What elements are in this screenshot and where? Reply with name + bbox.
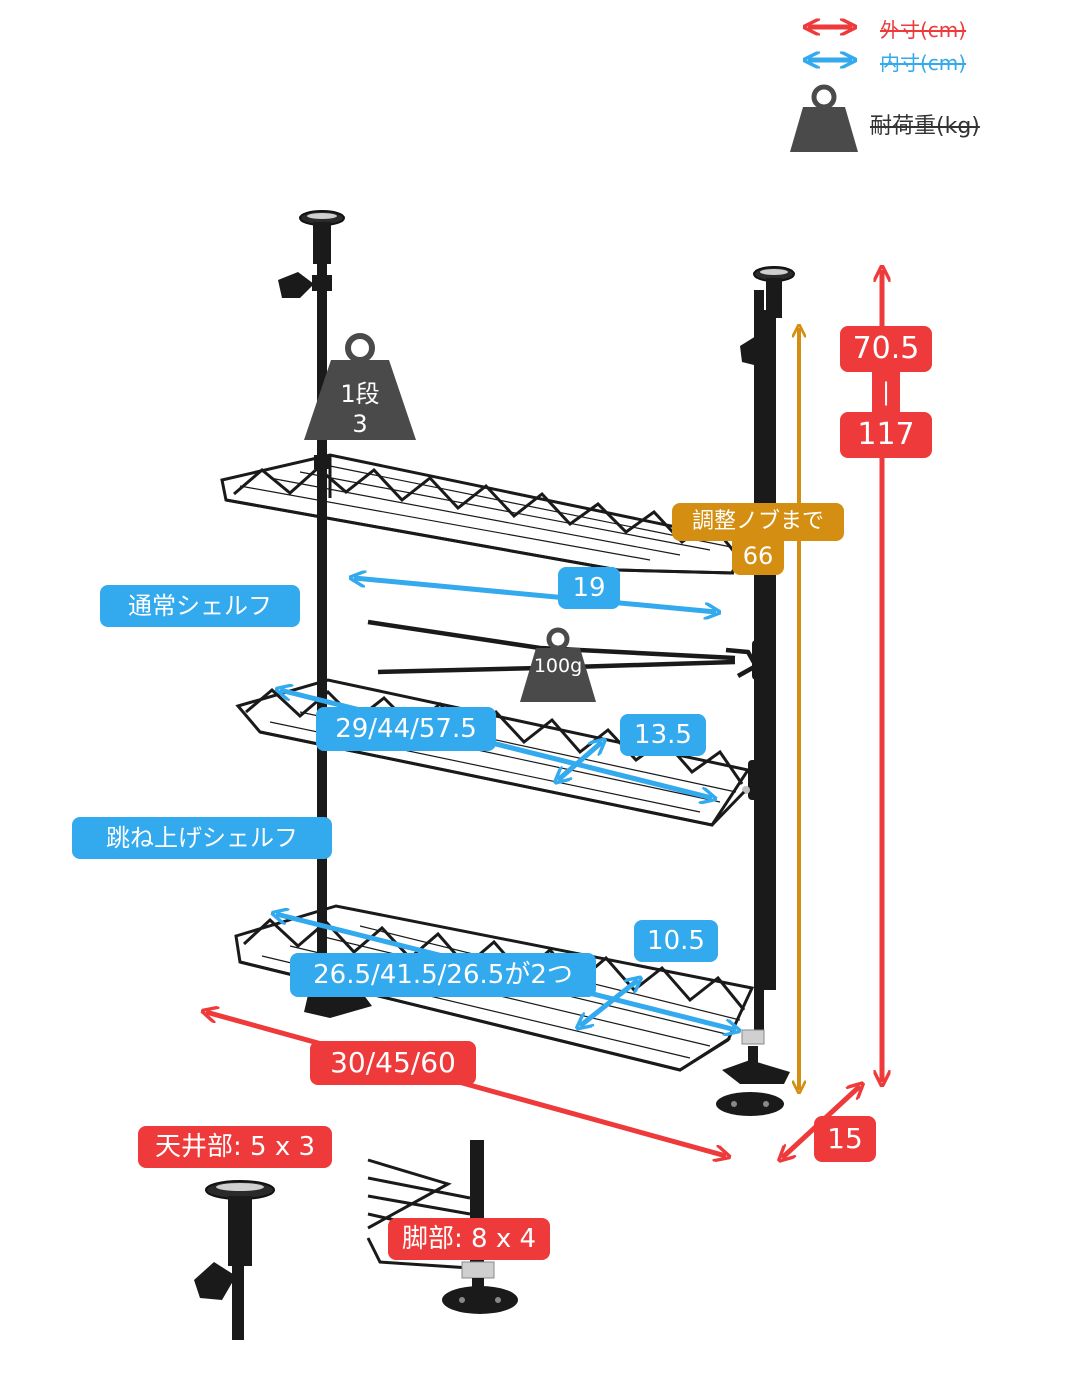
mid-shelf-depth-arrow: [558, 742, 602, 780]
overall-width-label: 30/45/60: [310, 1041, 476, 1085]
hook-width-arrow: [354, 578, 716, 612]
shelf-load-line2: 3: [352, 410, 368, 438]
bottom-shelf-depth-label: 10.5: [634, 920, 718, 962]
normal-shelf-label: 通常シェルフ: [100, 585, 300, 627]
mid-shelf-depth-label: 13.5: [620, 714, 706, 756]
shelf-load-line1: 1段: [340, 380, 380, 408]
ceiling-part-detail: [194, 1180, 275, 1340]
legend-inner-label: 内寸(cm): [880, 51, 967, 75]
knob-height-label-line2: 66: [732, 537, 784, 575]
hook-width-label: 19: [558, 567, 620, 609]
legend: [790, 27, 858, 152]
hook-load-label: 100g: [533, 655, 583, 677]
mid-shelf-width-label: 29/44/57.5: [316, 707, 496, 751]
legend-load-label: 耐荷重(kg): [870, 114, 980, 139]
legend-outer-label: 外寸(cm): [880, 18, 967, 42]
bottom-shelf-width-label: 26.5/41.5/26.5が2つ: [290, 953, 596, 997]
height-min-label: 70.5: [840, 326, 932, 372]
shelf-load-weight-icon: [304, 333, 416, 440]
legend-weight-icon: [790, 84, 858, 152]
knob-height-label-line1: 調整ノブまで: [672, 503, 844, 541]
height-max-label: 117: [840, 412, 932, 458]
right-foot: [716, 1029, 790, 1116]
right-knob: [740, 336, 768, 366]
foot-part-label: 脚部: 8 x 4: [388, 1218, 550, 1260]
shelf-rack: [220, 210, 795, 1116]
height-separator: |: [872, 370, 900, 414]
left-knob: [278, 272, 314, 298]
top-shelf: [220, 453, 751, 575]
overall-depth-label: 15: [814, 1116, 876, 1162]
ceiling-part-label: 天井部: 5 x 3: [138, 1126, 332, 1168]
flip-shelf-label: 跳ね上げシェルフ: [72, 817, 332, 859]
left-pole: [317, 225, 327, 985]
